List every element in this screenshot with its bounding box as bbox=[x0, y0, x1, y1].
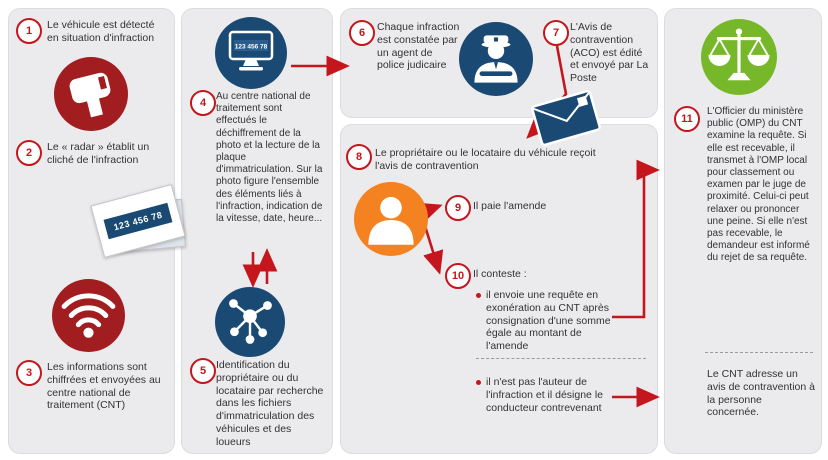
step-2-text: Le « radar » établit un cliché de l'infr… bbox=[47, 141, 150, 166]
step-1-badge: 1 bbox=[16, 18, 42, 44]
step-6-badge: 6 bbox=[349, 20, 375, 46]
step-7-badge: 7 bbox=[543, 20, 569, 46]
step-8-text: Le propriétaire ou le locataire du véhic… bbox=[375, 147, 596, 172]
step-5-text: Identification du propriétaire ou du loc… bbox=[216, 359, 324, 448]
justice-divider bbox=[705, 352, 813, 353]
network-icon bbox=[215, 287, 285, 357]
step-6-text: Chaque infraction est constatée par un a… bbox=[377, 21, 460, 72]
step-4-badge: 4 bbox=[190, 90, 216, 116]
step-9-text: Il paie l'amende bbox=[473, 200, 547, 212]
step-3-badge: 3 bbox=[16, 360, 42, 386]
person-icon bbox=[354, 182, 428, 256]
step-7-text: L'Avis de contravention (ACO) est édité … bbox=[570, 21, 649, 85]
panel-avis bbox=[340, 124, 658, 454]
envelope-icon bbox=[528, 89, 604, 147]
bullet-icon bbox=[476, 293, 481, 298]
monitor-plate-text: 123 456 78 bbox=[235, 44, 268, 51]
step-9-badge: 9 bbox=[445, 195, 471, 221]
step-8-badge: 8 bbox=[346, 144, 372, 170]
step-11-text: L'Officier du ministère public (OMP) du … bbox=[707, 106, 810, 264]
contest-option-1: il envoie une requête en exonération au … bbox=[476, 289, 624, 353]
bullet-icon bbox=[476, 380, 481, 385]
wifi-icon bbox=[52, 279, 125, 352]
step-1-text: Le véhicule est détecté en situation d'i… bbox=[47, 19, 155, 44]
monitor-icon: 123 456 78 bbox=[215, 17, 287, 89]
step-4-text: Au centre national de traitement sont ef… bbox=[216, 91, 323, 224]
scales-icon bbox=[701, 19, 777, 95]
step-11-badge: 11 bbox=[674, 106, 700, 132]
plate-photo-icon: 123 456 78 bbox=[90, 184, 190, 260]
step-10-badge: 10 bbox=[445, 263, 471, 289]
radar-icon bbox=[54, 57, 128, 131]
cnt-note-text: Le CNT adresse un avis de contravention … bbox=[707, 368, 815, 419]
contest-divider bbox=[476, 358, 646, 359]
step-5-badge: 5 bbox=[190, 358, 216, 384]
contest-option-2-text: il n'est pas l'auteur de l'infraction et… bbox=[486, 376, 603, 414]
contest-option-2: il n'est pas l'auteur de l'infraction et… bbox=[476, 376, 634, 414]
police-officer-icon bbox=[459, 22, 533, 96]
step-2-badge: 2 bbox=[16, 140, 42, 166]
contest-option-1-text: il envoie une requête en exonération au … bbox=[486, 289, 611, 353]
step-3-text: Les informations sont chiffrées et envoy… bbox=[47, 361, 161, 412]
license-plate: 123 456 78 bbox=[103, 202, 173, 240]
step-10-text: Il conteste : bbox=[473, 268, 527, 280]
